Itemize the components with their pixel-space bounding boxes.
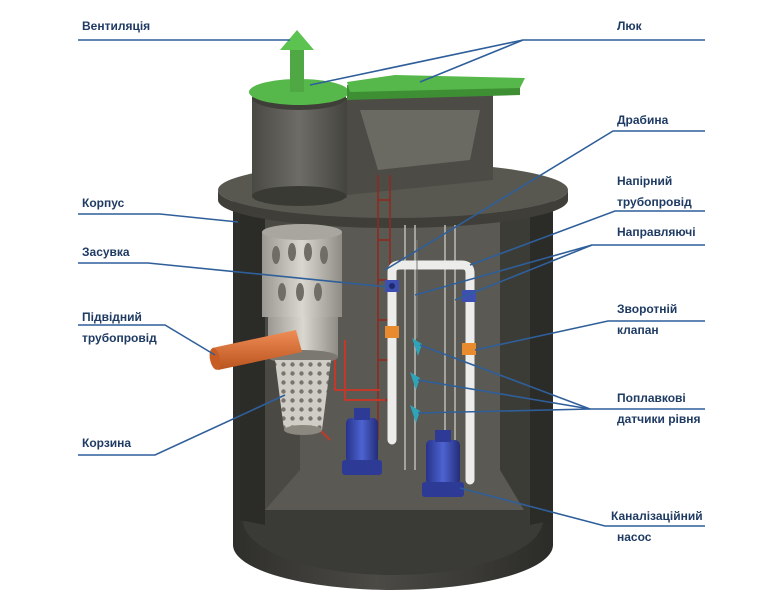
hatch-lid xyxy=(347,75,525,92)
inlet-chamber xyxy=(262,224,342,435)
label-hatch: Люк xyxy=(617,19,642,33)
vent-shaft xyxy=(249,30,349,206)
label-float-sensors-1: Поплавкові xyxy=(617,391,686,405)
label-housing: Корпус xyxy=(82,196,125,210)
label-ventilation: Вентиляція xyxy=(82,19,151,33)
leader-lines xyxy=(78,39,705,527)
label-sewage-pump-2: насос xyxy=(617,530,652,544)
label-ladder: Драбина xyxy=(617,113,669,127)
label-guides: Направляючі xyxy=(617,225,696,239)
label-sewage-pump-1: Каналізаційний xyxy=(611,509,703,523)
label-float-sensors-2: датчики рівня xyxy=(617,412,701,426)
label-check-valve-2: клапан xyxy=(617,323,659,337)
label-inlet-pipe-2: трубопровід xyxy=(82,331,157,345)
label-check-valve-1: Зворотній xyxy=(617,302,678,316)
label-basket: Корзина xyxy=(82,436,132,450)
basket xyxy=(275,360,331,430)
label-inlet-pipe-1: Підвідний xyxy=(82,310,142,324)
label-pressure-pipe-1: Напірний xyxy=(617,174,673,188)
check-valves xyxy=(385,326,476,355)
hatch-shaft xyxy=(347,75,525,195)
label-pressure-pipe-2: трубопровід xyxy=(617,195,692,209)
sewage-pump-right xyxy=(422,430,464,497)
sewage-pump-left xyxy=(342,408,382,475)
label-gate-valve: Засувка xyxy=(82,245,130,259)
float-sensors xyxy=(410,338,422,423)
vent-arrow-icon xyxy=(280,30,314,50)
pressure-pipe xyxy=(387,260,475,485)
